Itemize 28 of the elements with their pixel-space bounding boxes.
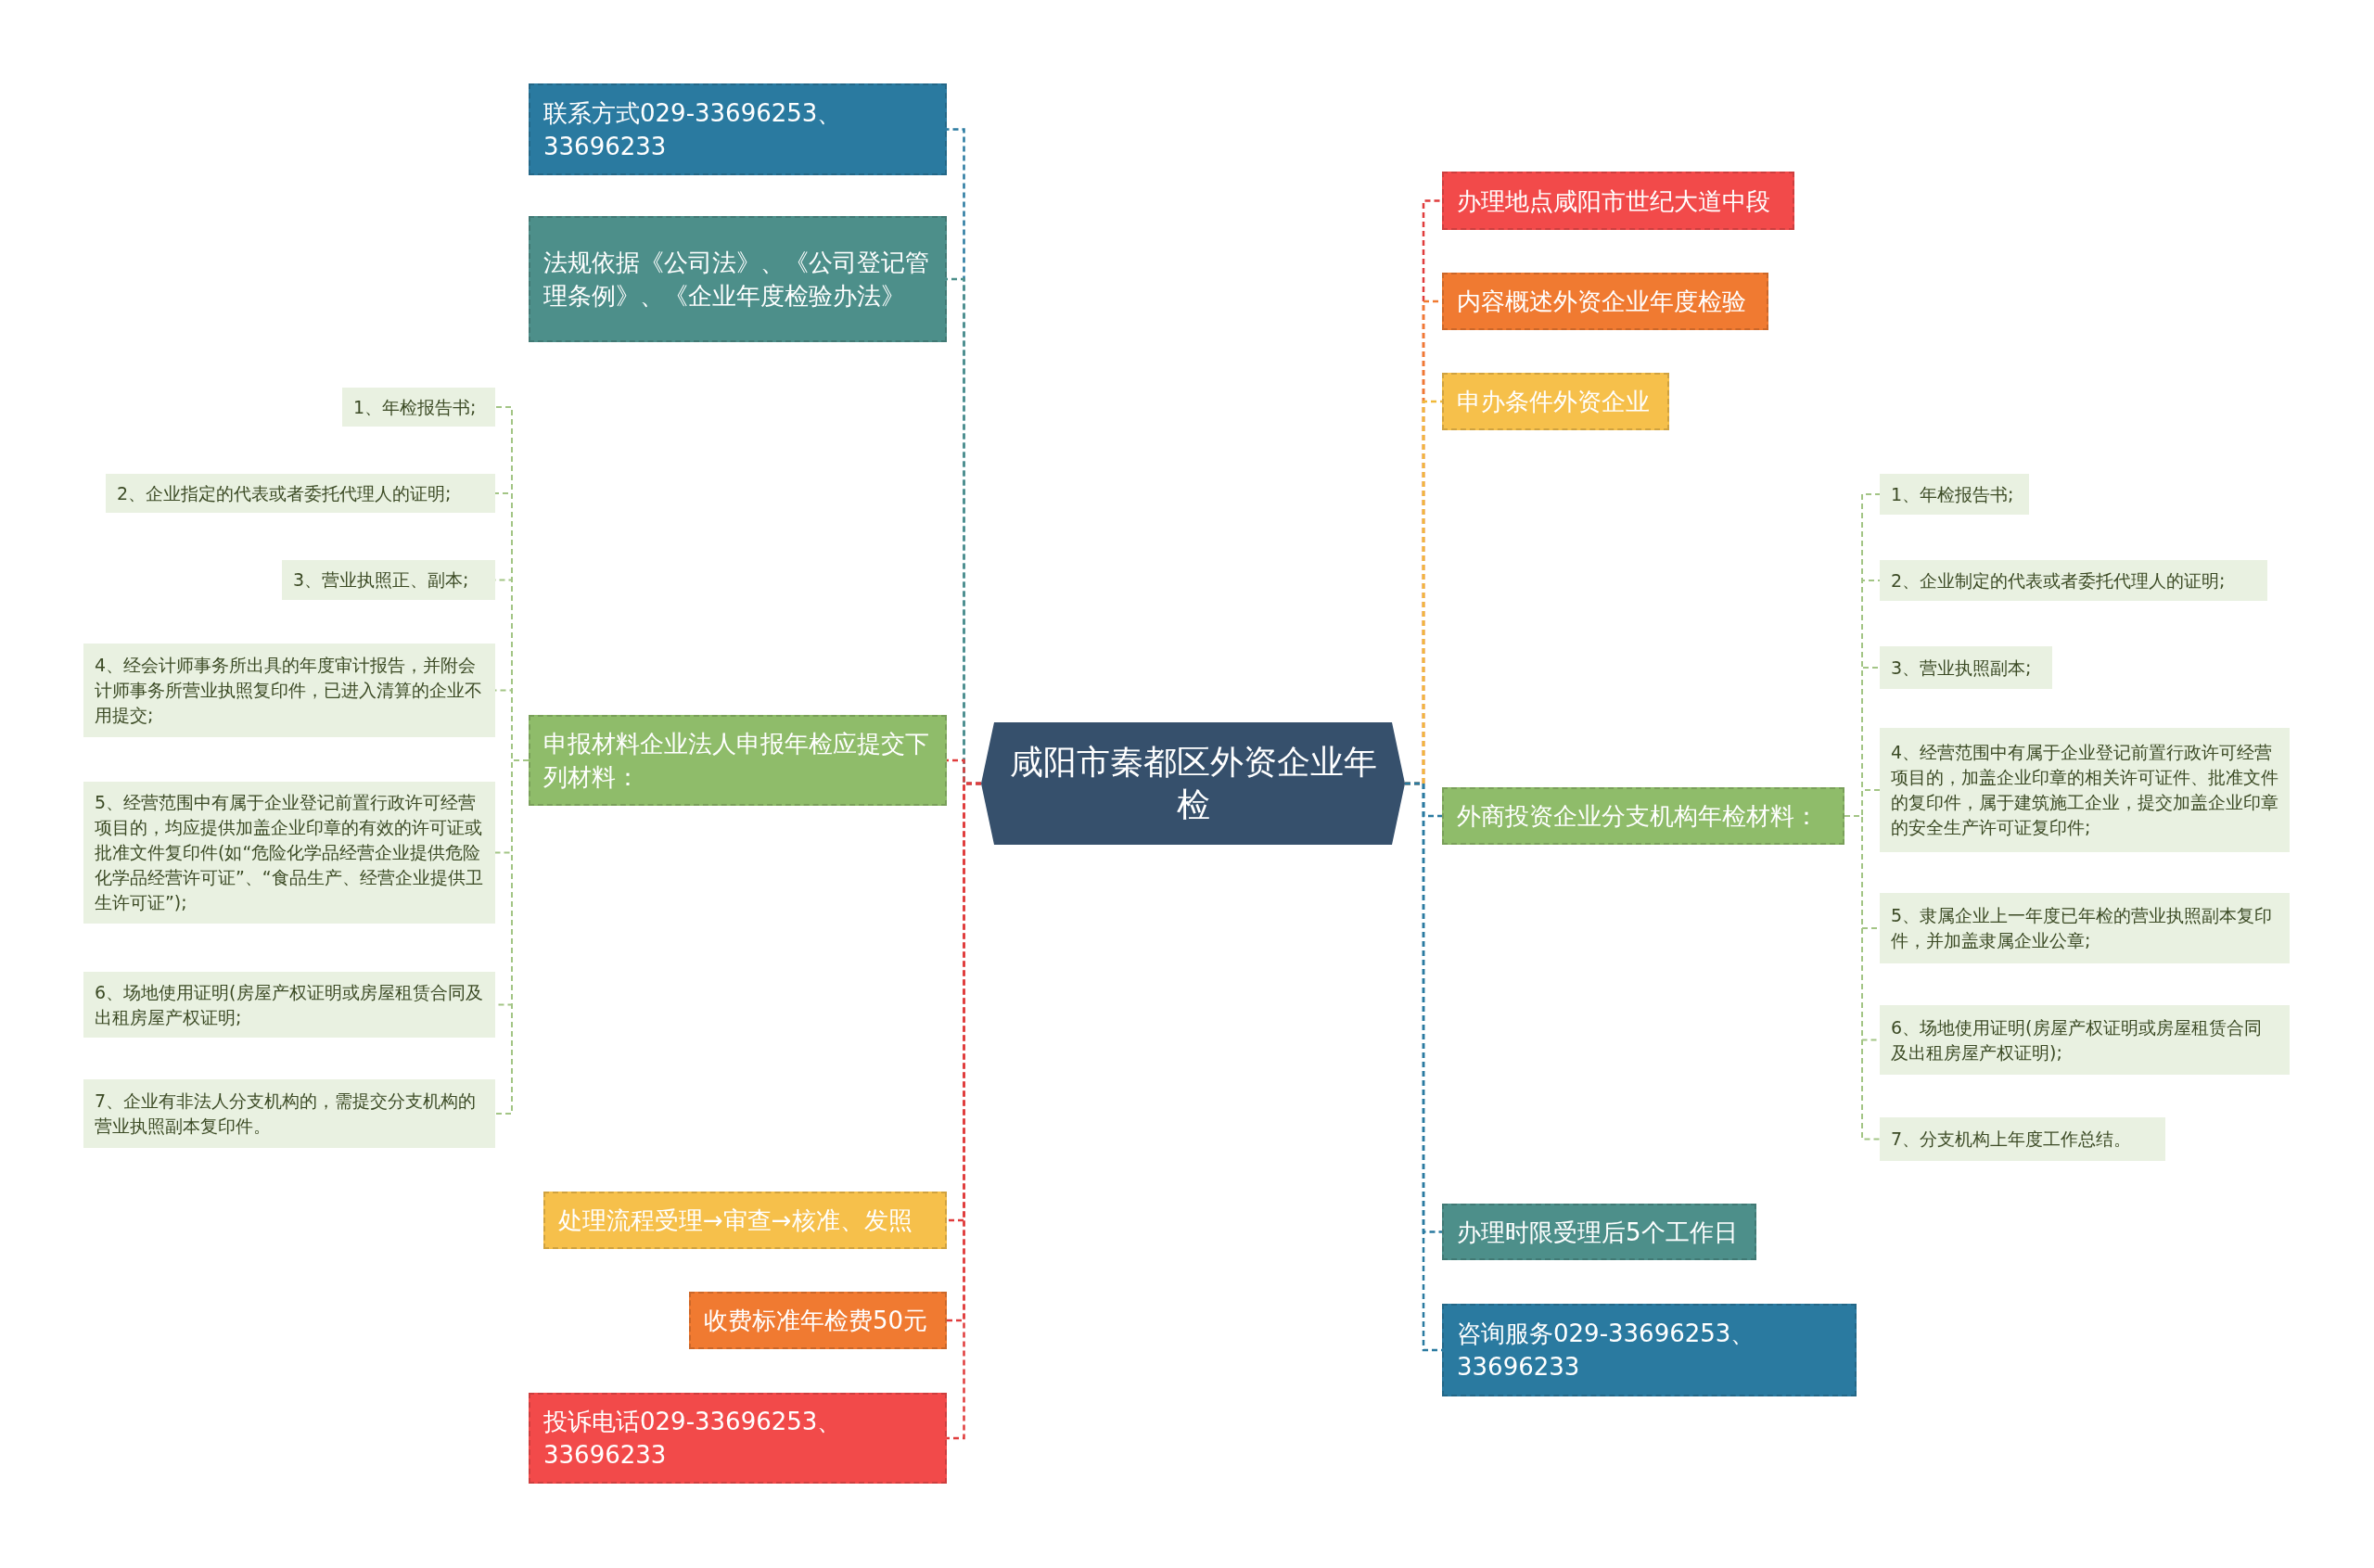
topic-box: 投诉电话029-33696253、33696233	[529, 1393, 947, 1484]
item-box: 6、场地使用证明(房屋产权证明或房屋租赁合同及出租房屋产权证明;	[83, 972, 495, 1038]
topic-box: 外商投资企业分支机构年检材料：	[1442, 787, 1844, 845]
item-box: 5、隶属企业上一年度已年检的营业执照副本复印件，并加盖隶属企业公章;	[1880, 893, 2290, 963]
item-box: 7、分支机构上年度工作总结。	[1880, 1117, 2165, 1161]
item-box: 1、年检报告书;	[342, 388, 495, 427]
topic-box: 收费标准年检费50元	[689, 1292, 947, 1349]
item-box: 5、经营范围中有属于企业登记前置行政许可经营项目的，均应提供加盖企业印章的有效的许可证或批准文件复印件(如“危险化学品经营企业提供危险化学品经营许可证”、“食品生产、经营企业提供卫生许可证”);	[83, 782, 495, 924]
item-box: 2、企业指定的代表或者委托代理人的证明;	[106, 474, 495, 513]
item-box: 7、企业有非法人分支机构的，需提交分支机构的营业执照副本复印件。	[83, 1079, 495, 1148]
item-box: 4、经会计师事务所出具的年度审计报告，并附会计师事务所营业执照复印件，已进入清算的企业不用提交;	[83, 644, 495, 737]
topic-box: 处理流程受理→审查→核准、发照	[543, 1192, 947, 1249]
topic-box: 申办条件外资企业	[1442, 373, 1669, 430]
item-box: 3、营业执照副本;	[1880, 646, 2052, 689]
topic-box: 办理地点咸阳市世纪大道中段	[1442, 172, 1794, 230]
topic-box: 申报材料企业法人申报年检应提交下列材料：	[529, 715, 947, 806]
connector	[947, 782, 981, 1440]
topic-hexagon: 咸阳市秦都区外资企业年检	[981, 722, 1405, 845]
item-box: 2、企业制定的代表或者委托代理人的证明;	[1880, 560, 2267, 601]
item-box: 3、营业执照正、副本;	[282, 560, 495, 600]
topic-box: 法规依据《公司法》、《公司登记管理条例》、《企业年度检验办法》	[529, 216, 947, 342]
item-box: 4、经营范围中有属于企业登记前置行政许可经营项目的，加盖企业印章的相关许可证件、批准文件的复印件，属于建筑施工企业，提交加盖企业印章的安全生产许可证复印件;	[1880, 728, 2290, 852]
item-box: 1、年检报告书;	[1880, 474, 2029, 515]
topic-box: 咨询服务029-33696253、33696233	[1442, 1304, 1857, 1396]
topic-box: 联系方式029-33696253、33696233	[529, 83, 947, 175]
topic-box: 办理时限受理后5个工作日	[1442, 1204, 1756, 1260]
topic-box: 内容概述外资企业年度检验	[1442, 273, 1768, 330]
item-box: 6、场地使用证明(房屋产权证明或房屋租赁合同及出租房屋产权证明);	[1880, 1005, 2290, 1075]
